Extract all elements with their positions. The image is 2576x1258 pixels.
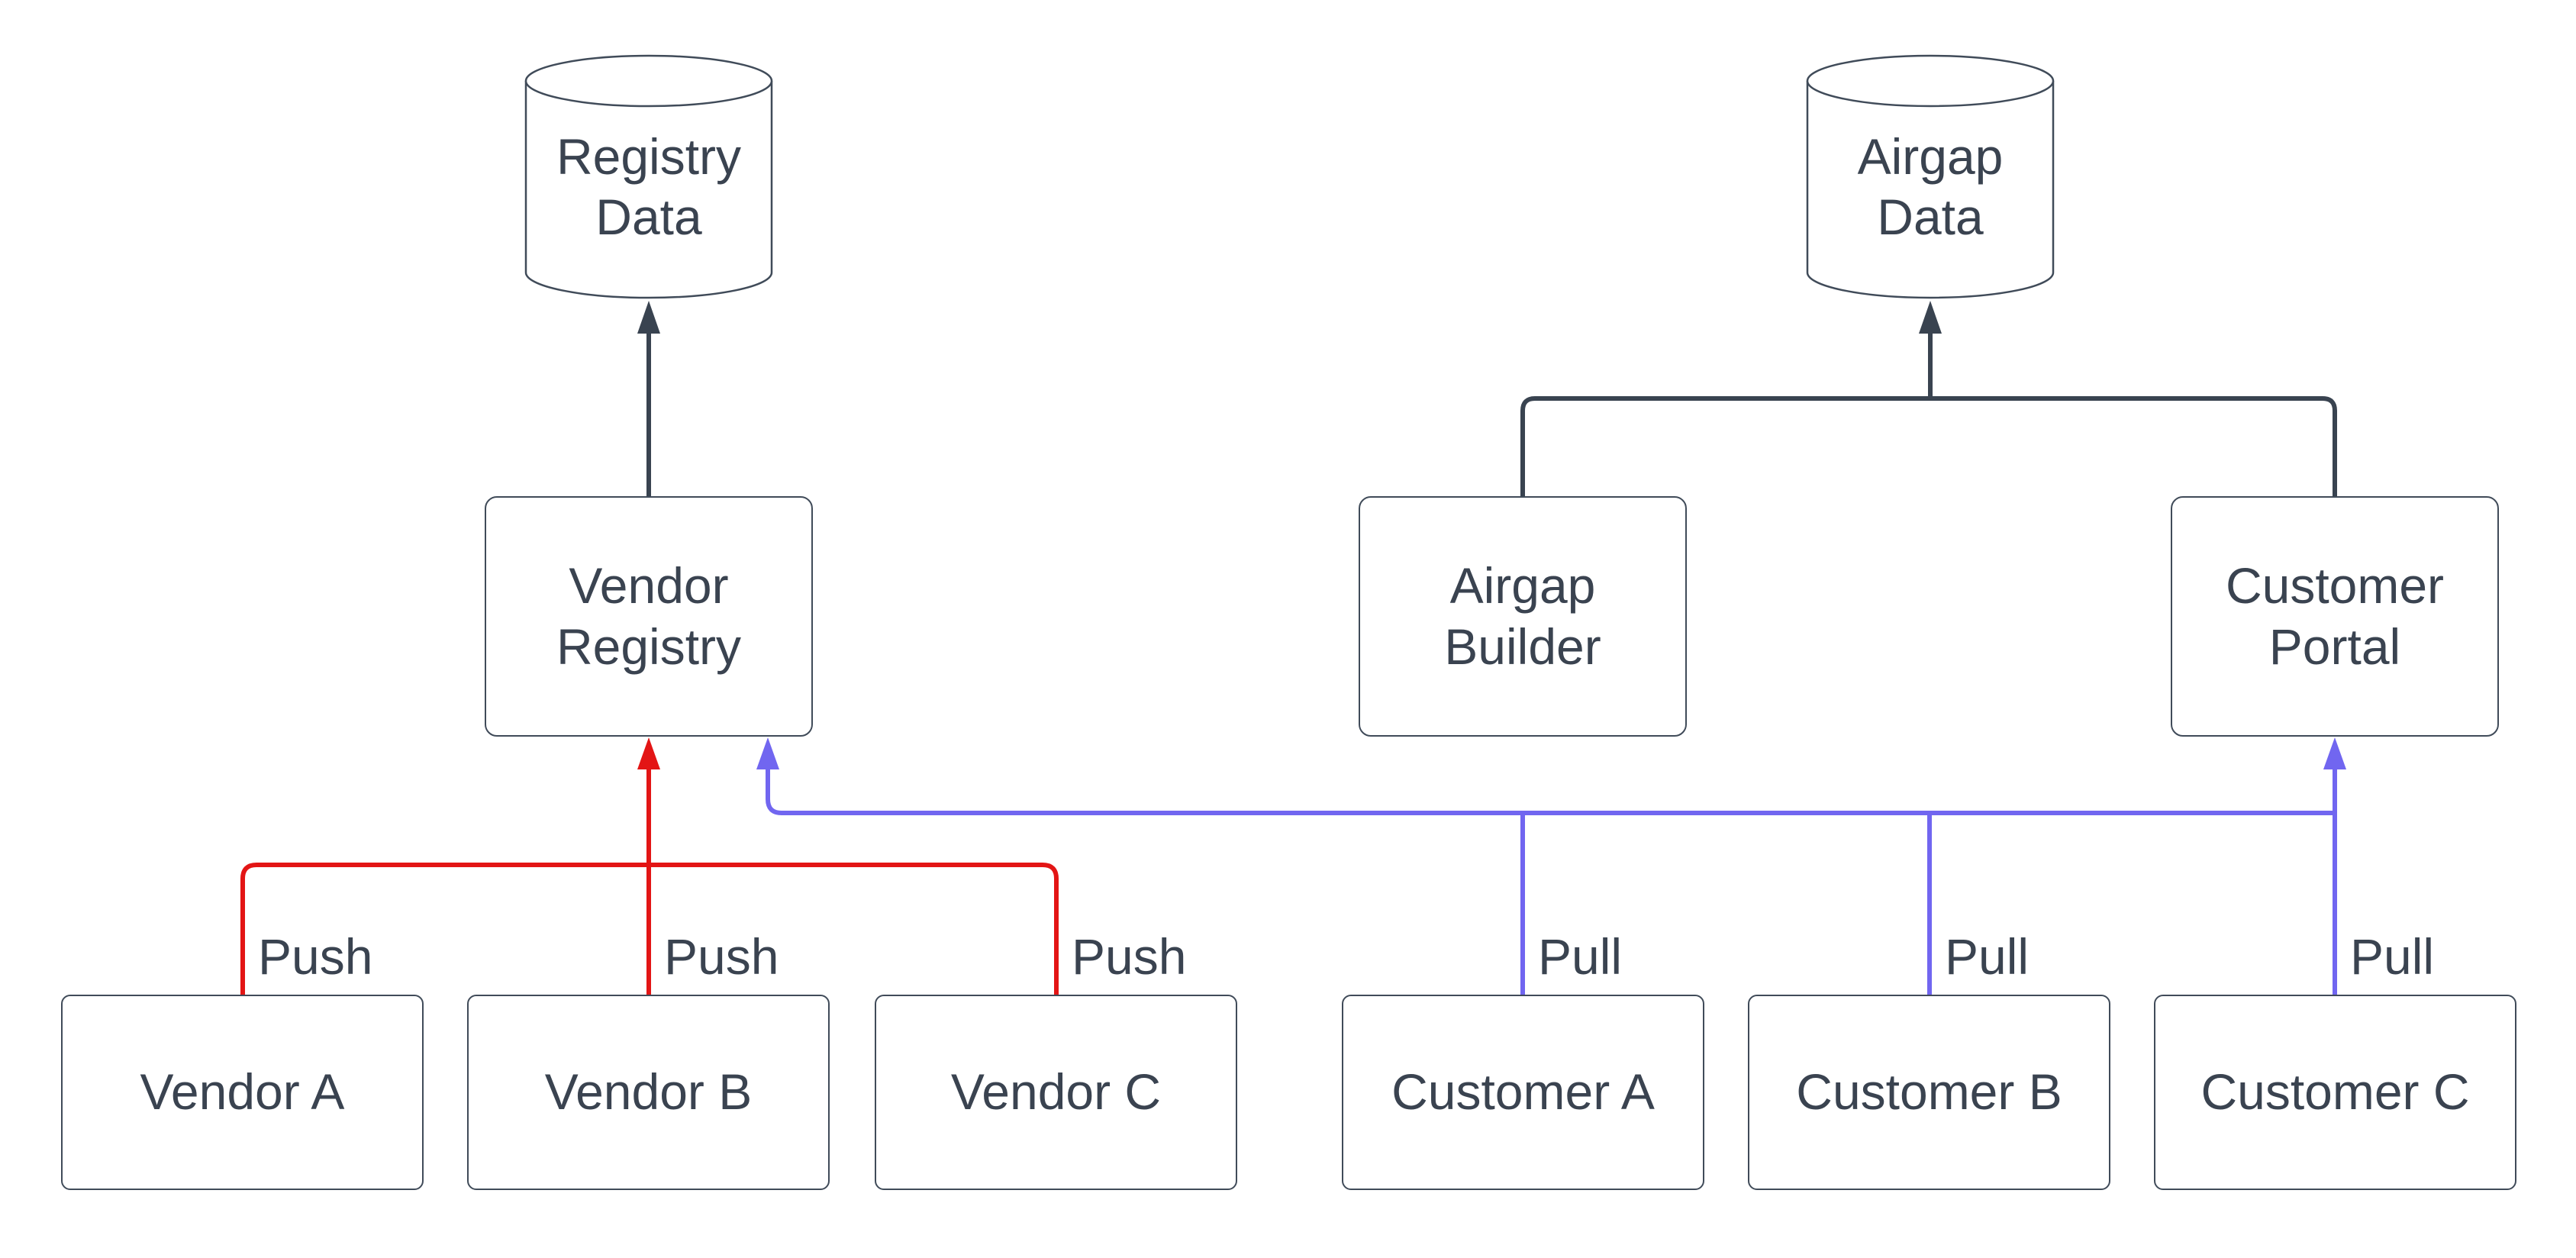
arrowhead-push-vendor-registry [637,737,660,769]
edge-label-push-vendor-c: Push [1072,928,1187,985]
edge-airgap-builder-customer-portal-tree [1520,396,2337,496]
arrowhead-pull-customer-portal [2323,737,2346,769]
edge-label-push-vendor-a: Push [258,928,373,985]
arrowhead-pull-vendor-registry [756,737,779,769]
arrowhead-airgap-data [1919,301,1942,334]
node-airgap-data-label: Airgap Data [1807,107,2053,267]
node-label: Customer Portal [2225,557,2445,675]
node-label: Customer B [1796,1063,2062,1121]
node-registry-data-label: Registry Data [526,107,772,267]
node-label: Airgap Builder [1444,557,1601,675]
arrowhead-registry-data [637,301,660,334]
edge-label-push-vendor-b: Push [664,928,779,985]
node-vendor-a: Vendor A [61,995,424,1190]
registry-data-cylinder-top [524,54,773,108]
node-vendor-registry: Vendor Registry [485,496,813,737]
node-label: Customer A [1391,1063,1655,1121]
datastore-registry-data [524,54,773,299]
node-label: Vendor A [140,1063,345,1121]
node-label: Vendor C [950,1063,1162,1121]
registry-data-cylinder-body [524,81,773,299]
edge-label-pull-customer-b: Pull [1945,928,2030,985]
edge-pull-trunk-to-vendor-registry [766,769,2335,815]
node-customer-b: Customer B [1748,995,2110,1190]
node-vendor-b: Vendor B [467,995,830,1190]
node-customer-a: Customer A [1342,995,1704,1190]
node-label: Airgap Data [1857,127,2004,245]
edge-label-pull-customer-c: Pull [2350,928,2435,985]
node-label: Registry Data [556,127,742,245]
airgap-data-cylinder-body [1806,81,2055,299]
node-customer-c: Customer C [2154,995,2516,1190]
node-label: Vendor B [544,1063,753,1121]
edge-label-pull-customer-a: Pull [1538,928,1623,985]
datastore-airgap-data [1806,54,2055,299]
airgap-data-cylinder-top [1806,54,2055,108]
node-label: Customer C [2200,1063,2470,1121]
node-airgap-builder: Airgap Builder [1359,496,1687,737]
node-vendor-c: Vendor C [875,995,1237,1190]
node-customer-portal: Customer Portal [2171,496,2499,737]
node-label: Vendor Registry [556,557,742,675]
